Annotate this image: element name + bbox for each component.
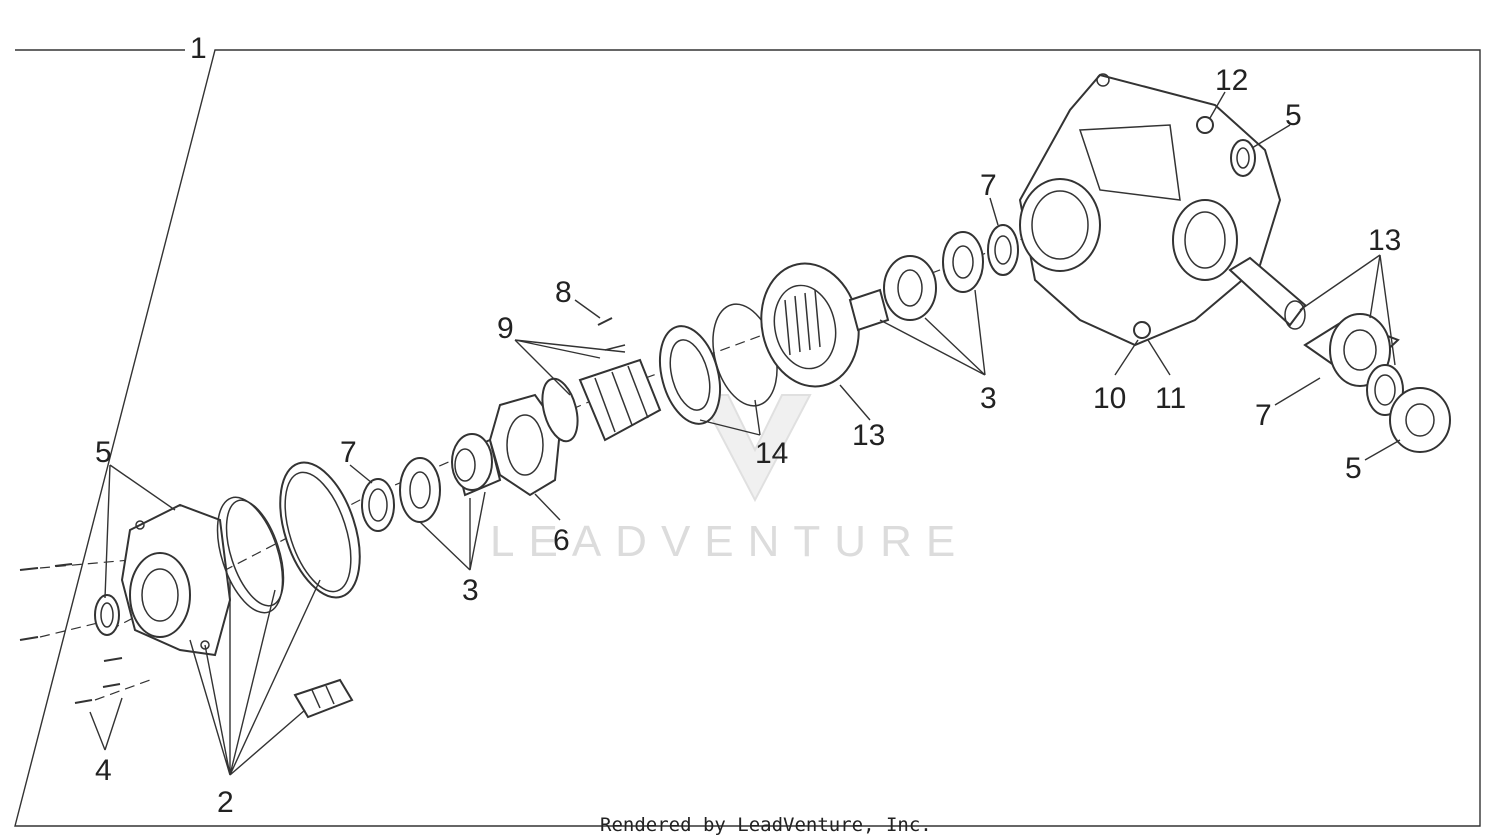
bolt-set: [19, 559, 151, 704]
watermark-text: LEADVENTURE: [490, 517, 969, 566]
bearing-middle: [987, 224, 1019, 276]
connector-part: [293, 678, 354, 719]
seal-lower-right: [1389, 387, 1451, 453]
callout-10[interactable]: 10: [1093, 382, 1126, 415]
bearing-set-right: [848, 231, 984, 332]
callout-3-right[interactable]: 3: [980, 382, 997, 415]
bearing-set-left: [399, 433, 502, 523]
callout-7-right[interactable]: 7: [1255, 399, 1272, 432]
assembly-frame: [14, 49, 1481, 827]
callout-14[interactable]: 14: [755, 437, 788, 470]
callout-13-middle[interactable]: 13: [852, 419, 885, 452]
pinion-shaft: [1228, 256, 1307, 330]
callout-1[interactable]: 1: [190, 32, 207, 65]
callout-11[interactable]: 11: [1155, 382, 1186, 415]
watermark-logo: [698, 394, 812, 503]
callout-5-upper-right[interactable]: 5: [1285, 99, 1302, 132]
leader-lines: [89, 91, 1401, 776]
callout-5-left[interactable]: 5: [95, 436, 112, 469]
callout-3-left[interactable]: 3: [462, 574, 479, 607]
callout-13-right[interactable]: 13: [1368, 224, 1401, 257]
clutch-plate: [488, 393, 562, 497]
callout-4[interactable]: 4: [95, 754, 112, 787]
retainer-rings: [659, 303, 778, 425]
ring-gear: [760, 262, 860, 388]
credit-text: Rendered by LeadVenture, Inc.: [600, 814, 932, 836]
front-cover: [120, 503, 232, 657]
callout-6[interactable]: 6: [553, 524, 570, 557]
callout-9[interactable]: 9: [497, 312, 514, 345]
roller-cage: [541, 317, 662, 443]
main-housing: [1018, 73, 1282, 347]
callout-8[interactable]: 8: [555, 276, 572, 309]
gasket-rings: [216, 461, 361, 614]
seal-upper-right: [1230, 139, 1256, 177]
bearing-left: [361, 478, 395, 532]
callout-7-left[interactable]: 7: [340, 436, 357, 469]
callout-2[interactable]: 2: [217, 786, 234, 819]
callout-5-lower-right[interactable]: 5: [1345, 452, 1362, 485]
seal-left: [94, 594, 120, 636]
callout-12[interactable]: 12: [1215, 64, 1248, 97]
callout-7-middle[interactable]: 7: [980, 169, 997, 202]
